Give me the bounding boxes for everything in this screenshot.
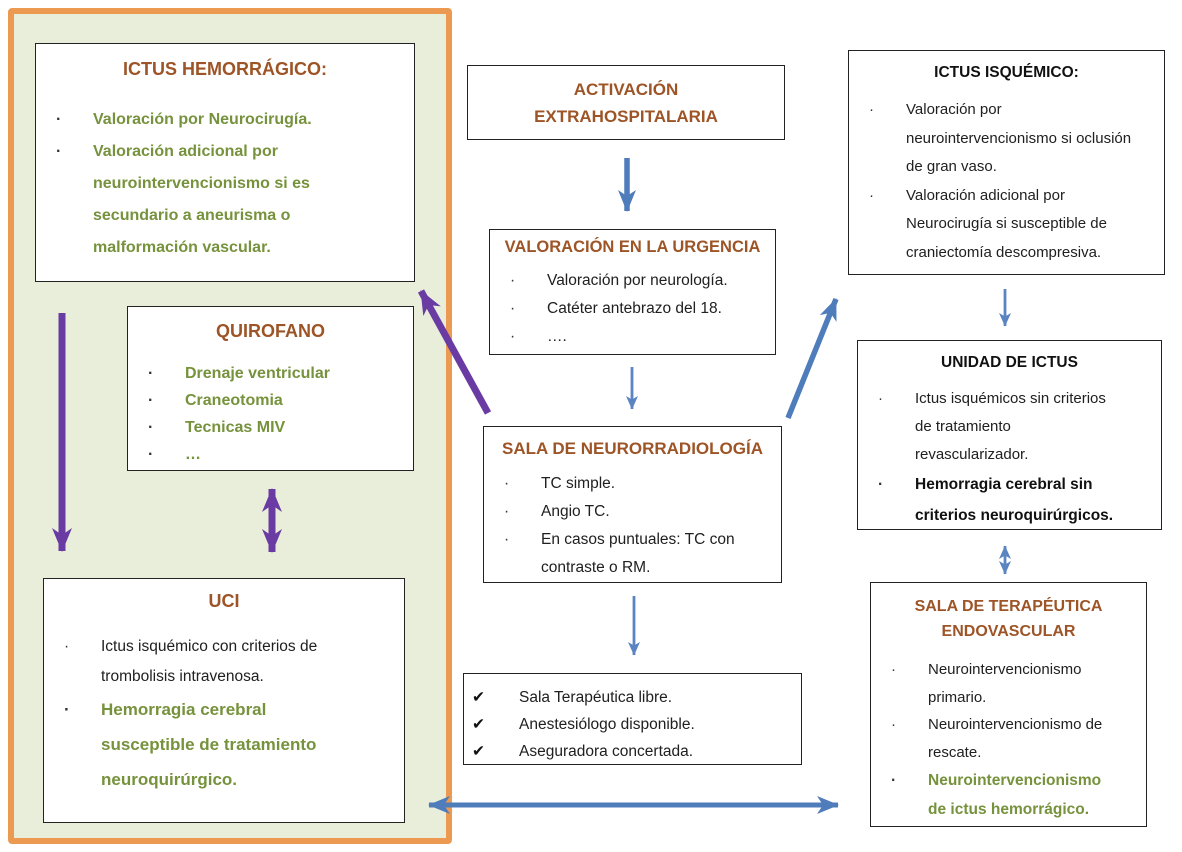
box-title: SALA DE NEURORRADIOLOGÍA [502,439,763,458]
list-item-text: Drenaje ventricular [185,365,330,382]
list-item-text: …. [547,328,567,345]
list-item: · Craneotomia [128,387,413,414]
list-item-text: Neurointervencionismo de rescate. [928,716,1103,761]
bullet-icon: · [869,101,874,118]
list-item-text: Catéter antebrazo del 18. [547,300,722,317]
list-item: · Angio TC. [484,498,781,526]
list-item: · … [128,441,413,468]
box-title: ICTUS ISQUÉMICO: [934,64,1079,81]
bullet-icon: · [891,772,897,789]
bullet-icon: · [148,365,154,382]
bullet-icon: · [504,475,510,492]
bullet-icon: · [891,716,896,733]
list-item-text: Ictus isquémicos sin criterios de tratam… [915,390,1106,463]
list-item: · Valoración adicional por neurointerven… [36,136,414,264]
checklist-item: ✔ Aseguradora concertada. [464,738,801,765]
list-item: · Hemorragia cerebral sin criterios neur… [858,469,1161,531]
check-icon: ✔ [472,689,485,706]
bullet-icon: · [891,661,896,678]
bullet-icon: · [56,111,62,128]
list-item: · En casos puntuales: TC con contraste o… [484,526,781,582]
list-item: · Neurointervencionismo primario. [871,656,1146,711]
list-item: · Catéter antebrazo del 18. [490,295,775,323]
checklist-item-text: Anestesiólogo disponible. [519,716,695,733]
list-item-text: Tecnicas MIV [185,419,286,436]
bullet-icon: · [64,700,70,719]
bullet-icon: · [148,419,154,436]
list-item-text: Hemorragia cerebral susceptible de trata… [101,700,317,789]
list-item-text: Neurointervencionismo de ictus hemorrági… [928,772,1102,818]
list-item: · Drenaje ventricular [128,360,413,387]
box-unidad-de-ictus: UNIDAD DE ICTUS · Ictus isquémicos sin c… [857,340,1162,530]
box-quirofano: QUIROFANO · Drenaje ventricular · Craneo… [127,306,414,471]
list-item-text: En casos puntuales: TC con contraste o R… [541,531,735,576]
checklist-item: ✔ Sala Terapéutica libre. [464,684,801,711]
bullet-icon: · [64,638,70,655]
box-title: ACTIVACIÓN EXTRAHOSPITALARIA [534,80,718,126]
box-activacion-extrahospitalaria: ACTIVACIÓN EXTRAHOSPITALARIA [467,65,785,140]
list-item-text: Hemorragia cerebral sin criterios neuroq… [915,476,1114,524]
bullet-icon: · [148,446,154,463]
bullet-icon: · [504,503,510,520]
list-item-text: … [185,446,201,463]
bullet-icon: · [510,300,516,317]
box-sala-neurorradiologia: SALA DE NEURORRADIOLOGÍA · TC simple. · … [483,426,782,583]
list-item: · Valoración adicional por Neurocirugía … [849,182,1164,268]
box-title: UNIDAD DE ICTUS [941,354,1078,371]
box-title: UCI [208,591,240,611]
list-item-text: TC simple. [541,475,616,492]
list-item: · Valoración por neurointervencionismo s… [849,96,1164,182]
check-icon: ✔ [472,716,485,733]
box-title: SALA DE TERAPÉUTICA ENDOVASCULAR [914,598,1103,640]
list-item: · Valoración por Neurocirugía. [36,104,414,136]
list-item: · Hemorragia cerebral susceptible de tra… [44,692,404,797]
box-ictus-isquemico: ICTUS ISQUÉMICO: · Valoración por neuroi… [848,50,1165,275]
list-item-text: Craneotomia [185,392,283,409]
list-item-text: Valoración por Neurocirugía. [93,111,312,128]
box-title: ICTUS HEMORRÁGICO: [123,59,327,79]
checklist-item-text: Aseguradora concertada. [519,743,694,760]
box-checklist: ✔ Sala Terapéutica libre. ✔ Anestesiólog… [463,673,802,765]
list-item-text: Valoración por neurología. [547,272,728,289]
list-item-text: Valoración por neurointervencionismo si … [906,101,1132,175]
box-ictus-hemorragico: ICTUS HEMORRÁGICO: · Valoración por Neur… [35,43,415,282]
bullet-icon: · [869,186,874,204]
list-item-text: Neurointervencionismo primario. [928,661,1082,706]
bullet-icon: · [510,272,516,289]
list-item: · Tecnicas MIV [128,414,413,441]
box-title: VALORACIÓN EN LA URGENCIA [504,238,761,256]
arrow-neurorradiologia-to-ictus-isquemico [785,297,839,420]
list-item-text: Valoración adicional por neurointervenci… [93,143,310,256]
list-item-text: Ictus isquémico con criterios de trombol… [101,638,318,685]
list-item: · Neurointervencionismo de rescate. [871,711,1146,766]
box-sala-terapeutica-endovascular: SALA DE TERAPÉUTICA ENDOVASCULAR · Neuro… [870,582,1147,827]
list-item: · Ictus isquémicos sin criterios de trat… [858,385,1161,469]
check-icon: ✔ [472,743,485,760]
bullet-icon: · [878,476,884,493]
checklist-item: ✔ Anestesiólogo disponible. [464,711,801,738]
list-item: · …. [490,323,775,351]
box-title: QUIROFANO [215,321,325,341]
list-item: · Neurointervencionismo de ictus hemorrá… [871,766,1146,824]
bullet-icon: · [504,531,510,548]
list-item: · Valoración por neurología. [490,267,775,295]
list-item: · Ictus isquémico con criterios de tromb… [44,632,404,692]
bullet-icon: · [878,390,883,407]
bullet-icon: · [56,143,62,160]
list-item-text: Valoración adicional por Neurocirugía si… [906,186,1107,261]
list-item-text: Angio TC. [541,503,610,520]
list-item: · TC simple. [484,470,781,498]
box-uci: UCI · Ictus isquémico con criterios de t… [43,578,405,823]
bullet-icon: · [510,328,516,345]
box-valoracion-urgencia: VALORACIÓN EN LA URGENCIA · Valoración p… [489,229,776,355]
bullet-icon: · [148,392,154,409]
checklist-item-text: Sala Terapéutica libre. [519,689,673,706]
